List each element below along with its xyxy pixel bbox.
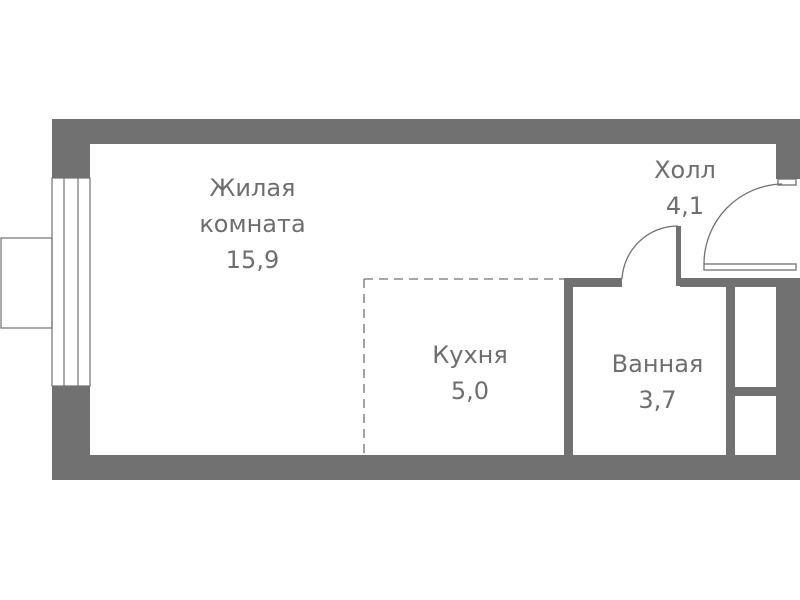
room-area: 4,1	[665, 192, 705, 220]
kitchen-zone-boundary	[363, 278, 564, 455]
room-name: Кухня	[432, 341, 508, 369]
room-area: 5,0	[450, 377, 490, 405]
wall-right-upper	[776, 119, 800, 179]
room-area: 3,7	[638, 386, 677, 414]
room-label-bathroom: Ванная 3,7	[600, 346, 715, 418]
bathroom-door	[621, 225, 679, 280]
room-label-hall: Холл 4,1	[640, 152, 730, 224]
entrance-door	[703, 178, 797, 271]
room-label-kitchen: Кухня 5,0	[415, 337, 525, 409]
wall-top	[52, 119, 800, 144]
room-label-living: Жилая комната 15,9	[180, 170, 325, 278]
wall-left-lower	[52, 386, 90, 480]
window	[0, 177, 91, 387]
exterior-walls	[52, 119, 800, 480]
wall-bottom	[52, 455, 800, 480]
wall-right-lower	[776, 278, 800, 480]
room-name: Ванная	[611, 350, 704, 378]
room-name-line2: комната	[199, 210, 306, 238]
balcony	[0, 237, 53, 329]
room-name: Холл	[654, 156, 716, 184]
room-name-line1: Жилая	[209, 174, 296, 202]
room-area: 15,9	[225, 246, 280, 274]
wall-left-upper	[52, 119, 90, 178]
